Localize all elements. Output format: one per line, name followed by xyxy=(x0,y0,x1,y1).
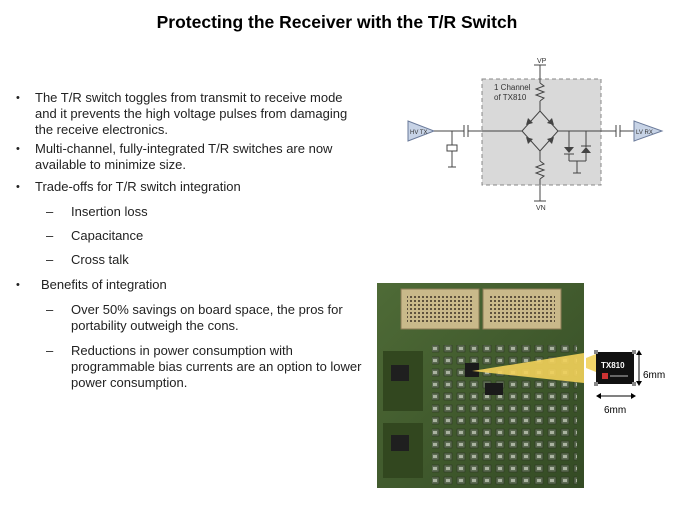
dash-icon: – xyxy=(46,252,54,267)
sub-bullet-item: – Reductions in power consumption with p… xyxy=(16,343,369,391)
bullet-dot-icon: • xyxy=(16,143,20,155)
lv-rx-triangle xyxy=(633,120,664,142)
vn-label: VN xyxy=(536,205,546,212)
dash-icon: – xyxy=(46,302,54,317)
zoom-beam xyxy=(472,353,584,383)
bullet-text: Benefits of integration xyxy=(41,277,167,292)
box-label-line2: of TX810 xyxy=(494,93,527,102)
bullet-text: The T/R switch toggles from transmit to … xyxy=(35,90,348,137)
dash-icon: – xyxy=(46,343,54,358)
sub-bullet-text: Capacitance xyxy=(71,228,144,243)
tr-switch-schematic: 1 Channel of TX810 VP VN HV TX LV RX xyxy=(407,58,664,212)
vp-label: VP xyxy=(537,58,547,65)
chip-width-label: 6mm xyxy=(604,405,626,416)
sub-bullet-text: Cross talk xyxy=(71,252,129,267)
sub-bullet-item: – Cross talk xyxy=(16,252,366,268)
bullet-item: • The T/R switch toggles from transmit t… xyxy=(16,90,366,138)
sub-bullet-item: – Insertion loss xyxy=(16,204,366,220)
resistor-top xyxy=(534,82,546,102)
hv-tx-label: HV TX xyxy=(410,130,428,136)
sub-bullet-item: – Capacitance xyxy=(16,228,366,244)
bullet-item: • Benefits of integration xyxy=(16,277,366,293)
ti-logo-icon xyxy=(602,373,608,379)
sub-bullet-text: Insertion loss xyxy=(71,204,148,219)
dash-icon: – xyxy=(46,228,54,243)
tx810-chip-callout: TX810 6mm 6mm xyxy=(586,350,665,416)
chip-height-label: 6mm xyxy=(643,370,665,381)
box-label-line1: 1 Channel xyxy=(494,83,531,92)
bullet-item: • Trade-offs for T/R switch integration xyxy=(16,179,366,195)
circuit-board-photo xyxy=(377,283,584,488)
sub-bullet-text: Over 50% savings on board space, the pro… xyxy=(71,302,343,333)
bullet-dot-icon: • xyxy=(16,92,20,104)
bullet-dot-icon: • xyxy=(16,279,20,291)
dash-icon: – xyxy=(46,204,54,219)
bullet-text: Multi-channel, fully-integrated T/R swit… xyxy=(35,141,333,172)
resistor-bottom xyxy=(534,160,546,180)
slide-title: Protecting the Receiver with the T/R Swi… xyxy=(156,12,518,32)
sub-bullet-item: – Over 50% savings on board space, the p… xyxy=(16,302,369,334)
sub-bullet-text: Reductions in power consumption with pro… xyxy=(71,343,362,390)
lv-rx-label: LV RX xyxy=(636,130,653,136)
clamp-diode-left xyxy=(564,147,574,153)
hv-tx-triangle xyxy=(407,120,436,142)
bullet-text: Trade-offs for T/R switch integration xyxy=(35,179,241,194)
highlighted-chip xyxy=(465,363,479,377)
bullet-dot-icon: • xyxy=(16,181,20,193)
chip-name: TX810 xyxy=(601,361,625,370)
bullet-list: • The T/R switch toggles from transmit t… xyxy=(16,90,366,391)
clamp-diode-right xyxy=(581,147,591,153)
bullet-item: • Multi-channel, fully-integrated T/R sw… xyxy=(16,141,366,173)
